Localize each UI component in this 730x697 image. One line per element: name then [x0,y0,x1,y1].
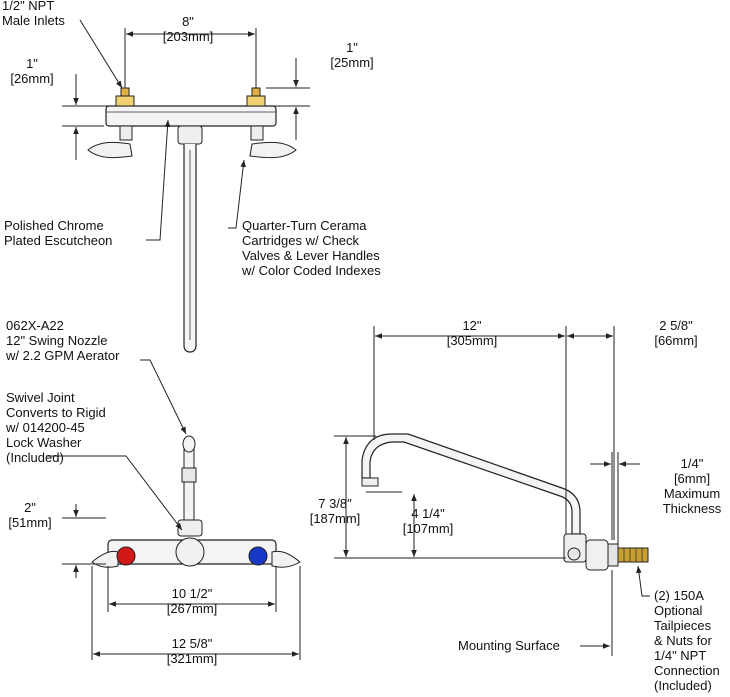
swing-spout-side [361,433,581,535]
side-height-dimension: 7 3/8" [187mm] [309,496,361,526]
right-lever-handle-icon [249,141,297,159]
front-view [46,359,301,660]
nozzle-label: 062X-A22 12" Swing Nozzle w/ 2.2 GPM Aer… [6,318,120,363]
swivel-joint-label: Swivel Joint Converts to Rigid w/ 014200… [6,390,106,465]
escutcheon-top [105,105,277,127]
top-view [62,19,310,353]
center-spacing-dimension: 8" [203mm] [162,14,214,44]
side-view [334,326,650,656]
right-inlet-icon [246,87,266,107]
left-lever-handle-icon [87,141,133,159]
center-swivel-body [177,125,203,145]
cartridge-label: Quarter-Turn Cerama Cartridges w/ Check … [242,218,381,278]
tailpiece-icon [617,547,649,563]
tailpiece-label: (2) 150A Optional Tailpieces & Nuts for … [654,588,720,693]
outlet-height-dimension: 4 1/4" [107mm] [402,506,454,536]
depth-dimension: 2 5/8" [66mm] [654,318,698,348]
escutcheon-label: Polished Chrome Plated Escutcheon [4,218,113,248]
max-thickness-dimension: 1/4" [6mm] Maximum Thickness [662,456,722,516]
inlets-label: 1/2" NPT Male Inlets [2,0,65,28]
left-inlet-icon [115,87,135,107]
overall-width-dimension: 12 5/8" [321mm] [166,636,218,666]
hot-index-icon [116,546,136,566]
handle-span-dimension: 10 1/2" [267mm] [166,586,218,616]
cold-index-icon [248,546,268,566]
left-height-dimension: 1" [26mm] [10,56,54,86]
front-height-dimension: 2" [51mm] [8,500,52,530]
right-height-dimension: 1" [25mm] [330,40,374,70]
mounting-surface-label: Mounting Surface [458,638,560,653]
reach-dimension: 12" [305mm] [446,318,498,348]
